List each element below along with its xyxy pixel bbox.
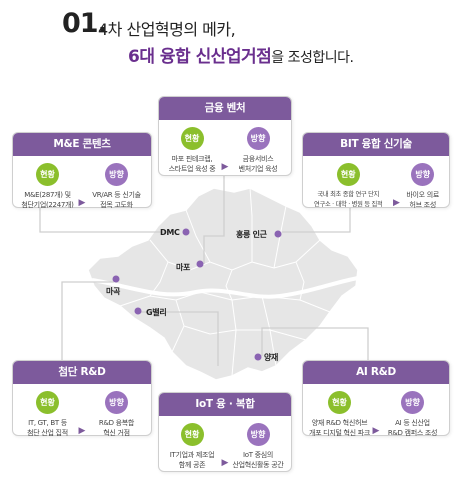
title-line2: 6대 융합 신산업거점을 조성합니다. xyxy=(128,42,354,67)
location-dots xyxy=(112,228,282,361)
dot-gvalley xyxy=(134,307,142,315)
current-badge: 현황 xyxy=(36,163,59,186)
current-badge: 현황 xyxy=(180,127,204,150)
current-badge: 현황 xyxy=(336,163,360,186)
seoul-map-shape xyxy=(87,187,359,381)
dot-yangjae xyxy=(254,353,262,361)
current-badge: 현황 xyxy=(36,391,59,414)
location-dmc: DMC xyxy=(160,228,180,237)
arrow-icon: ▶ xyxy=(78,426,86,436)
direction-badge: 방향 xyxy=(411,163,435,186)
location-gvalley: G밸리 xyxy=(146,308,167,317)
direction-badge: 방향 xyxy=(105,391,128,414)
title-number: 01. xyxy=(62,8,108,39)
dot-hongneung xyxy=(274,230,282,238)
arrow-icon: ▶ xyxy=(221,162,229,172)
card-title: BIT 융합 신기술 xyxy=(303,133,449,156)
dot-mapo xyxy=(196,260,204,268)
han-river xyxy=(91,276,359,299)
card-title: M&E 콘텐츠 xyxy=(13,133,151,156)
dot-magok xyxy=(112,275,120,283)
current-badge: 현황 xyxy=(328,391,351,414)
arrow-icon: ▶ xyxy=(221,458,229,468)
page-title: 01. 4차 산업혁명의 메카, 6대 융합 신산업거점을 조성합니다. xyxy=(62,6,462,68)
connector-lines xyxy=(39,176,369,366)
direction-badge: 방향 xyxy=(246,127,270,150)
title-line1: 4차 산업혁명의 메카, xyxy=(98,20,236,39)
current-badge: 현황 xyxy=(180,423,204,446)
direction-badge: 방향 xyxy=(246,423,270,446)
current-desc: 마포 핀테크랩,스타트업 육성 중 xyxy=(168,155,216,173)
card-title: 첨단 R&D xyxy=(13,361,151,384)
title-rest: 을 조성합니다. xyxy=(271,50,354,66)
card-title: IoT 융 · 복합 xyxy=(159,393,291,416)
card-title: 금융 벤처 xyxy=(159,97,291,120)
arrow-icon: ▶ xyxy=(78,198,86,208)
location-mapo: 마포 xyxy=(176,263,191,272)
location-magok: 마곡 xyxy=(106,287,121,296)
dot-dmc xyxy=(182,228,190,236)
direction-badge: 방향 xyxy=(401,391,424,414)
direction-badge: 방향 xyxy=(105,163,128,186)
location-hongneung: 홍릉 인근 xyxy=(236,230,267,239)
location-yangjae: 양재 xyxy=(264,353,279,362)
title-highlight: 6대 융합 신산업거점 xyxy=(128,47,272,67)
arrow-icon: ▶ xyxy=(372,426,380,436)
arrow-icon: ▶ xyxy=(392,198,400,208)
card-title: AI R&D xyxy=(303,361,449,384)
